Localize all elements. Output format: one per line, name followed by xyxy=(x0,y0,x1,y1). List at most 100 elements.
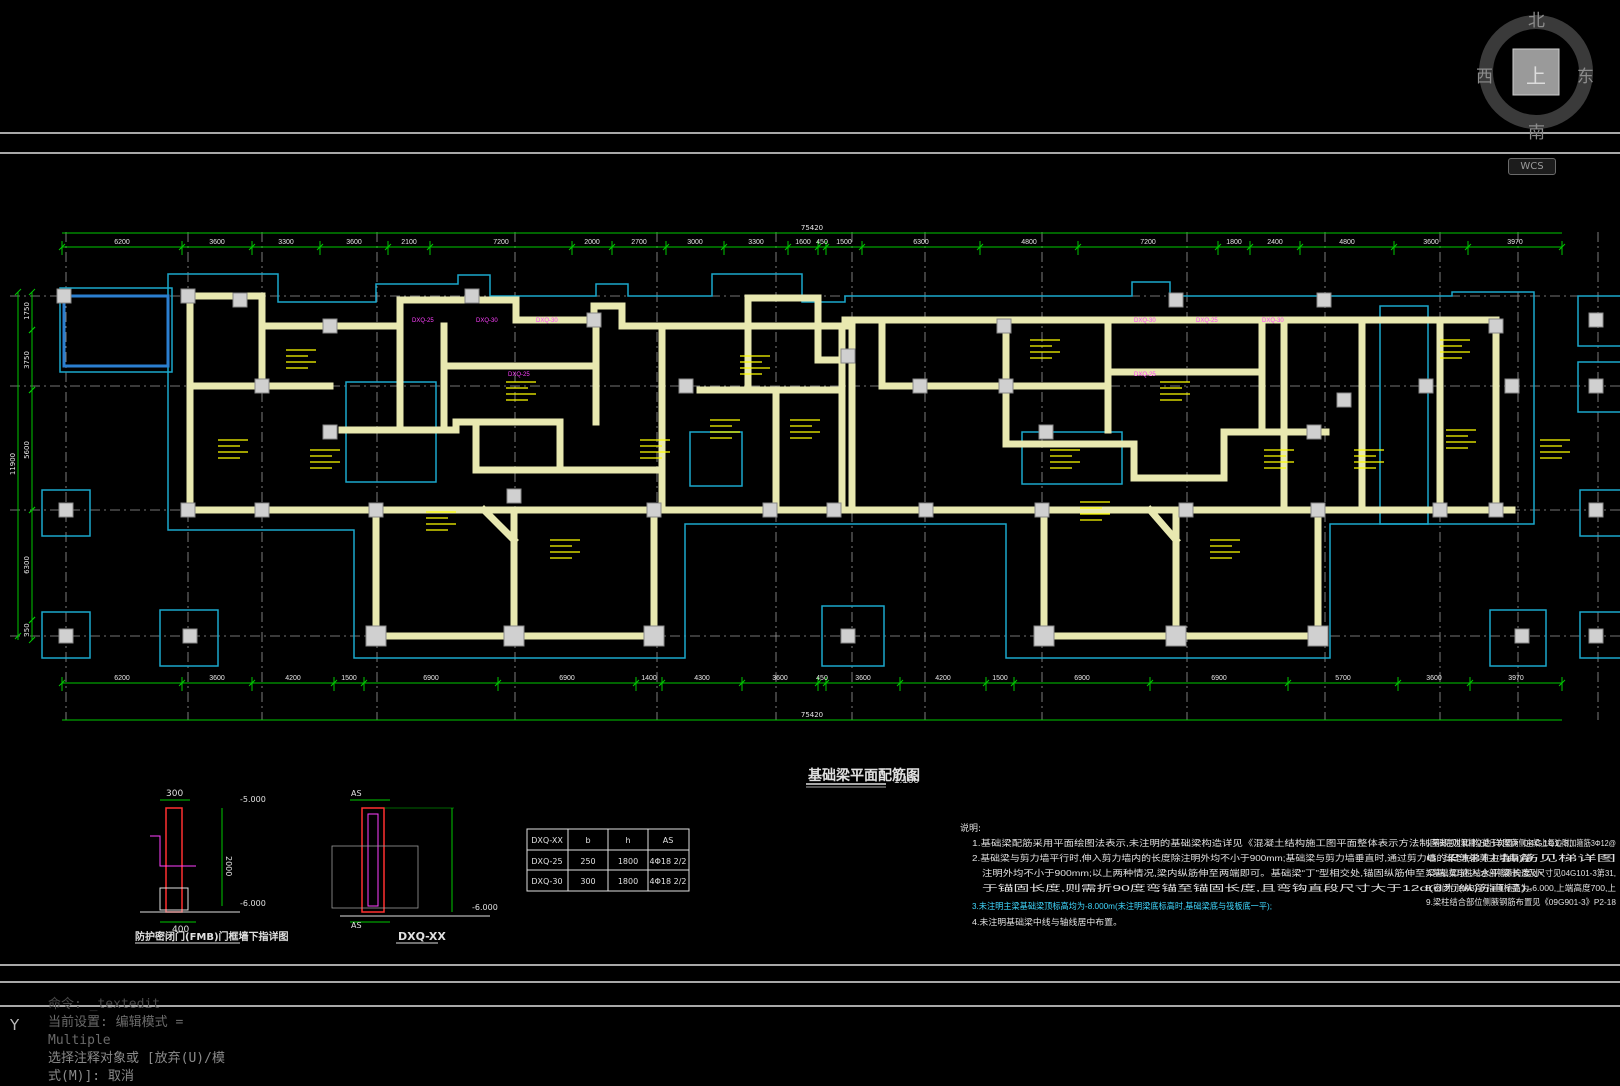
column-16 xyxy=(996,318,1012,334)
beam-label-7: DXQ-25 xyxy=(1134,372,1156,378)
column-34 xyxy=(1307,625,1329,647)
command-line[interactable]: 命令: _textedit 当前设置: 编辑模式 = Multiple 选择注释… xyxy=(48,996,238,1086)
top-dim-12: 1500 xyxy=(836,239,852,246)
command-history: 命令: _textedit xyxy=(48,997,161,1012)
plan-title: 基础梁平面配筋图 xyxy=(808,767,920,784)
viewcube-top-face[interactable]: 上 xyxy=(1526,64,1546,88)
bottom-dim-8: 3600 xyxy=(772,675,788,682)
rebar-note-7 xyxy=(790,419,820,439)
rebar-note-19 xyxy=(1540,439,1570,459)
dxq-dim-top: AS xyxy=(351,789,362,798)
note-right-1: 6.梁梯柱抽筋见梯详图 xyxy=(1426,853,1616,863)
bottom-dim-12: 1500 xyxy=(992,675,1008,682)
column-12 xyxy=(762,502,778,518)
bottom-dim-5: 6900 xyxy=(559,675,575,682)
columns xyxy=(56,288,1604,647)
plan-scale: 1:100 xyxy=(894,775,919,786)
dxq-elev: -6.000 xyxy=(472,903,498,912)
rebar-note-4 xyxy=(640,439,670,459)
column-23 xyxy=(1336,392,1352,408)
wcs-menu-button[interactable]: WCS xyxy=(1508,158,1556,175)
top-dim-8: 3000 xyxy=(687,239,703,246)
fmb-top-dim: 300 xyxy=(166,789,183,799)
top-dim-14: 4800 xyxy=(1021,239,1037,246)
rebar-note-10 xyxy=(1050,449,1080,469)
beam-label-3: DXQ-25 xyxy=(508,372,530,378)
left-dim-4: 6300 xyxy=(23,556,31,574)
rebar-note-11 xyxy=(1264,449,1294,469)
column-21 xyxy=(1316,292,1332,308)
bottom-dim-17: 3970 xyxy=(1508,675,1524,682)
total-width-bottom: 75420 xyxy=(801,711,823,719)
foundation-outline xyxy=(41,273,1620,667)
column-6 xyxy=(368,502,384,518)
top-dim-3: 3600 xyxy=(346,239,362,246)
dxq-title: DXQ-XX xyxy=(398,930,446,943)
column-48 xyxy=(918,502,934,518)
top-dim-19: 3600 xyxy=(1423,239,1439,246)
compass-north[interactable]: 北 xyxy=(1528,11,1545,31)
column-31 xyxy=(643,625,665,647)
bottom-dim-2: 4200 xyxy=(285,675,301,682)
top-dim-5: 7200 xyxy=(493,239,509,246)
column-28 xyxy=(1504,378,1520,394)
bottom-dim-9: 450 xyxy=(816,675,828,682)
column-26 xyxy=(1488,318,1504,334)
fmb-side-dim: 2000 xyxy=(224,856,233,876)
rebar-note-3 xyxy=(506,381,536,401)
table-cell-1-3: 4Φ18 2/2 xyxy=(650,877,687,886)
design-notes: 说明:1.基础梁配筋采用平面绘图法表示,未注明的基础梁构造详见《混凝土结构施工图… xyxy=(960,822,1616,927)
note-right-2: 7.基础梁与柱结合部侧腋构造及尺寸见04G101-3第31, xyxy=(1426,868,1616,878)
compass-east[interactable]: 东 xyxy=(1577,67,1594,87)
note-5: 4.未注明基础梁中线与轴线居中布置。 xyxy=(972,917,1122,927)
bottom-dim-14: 6900 xyxy=(1211,675,1227,682)
fmb-title: 防护密闭门(FMB)门框墙下指详图 xyxy=(135,930,289,943)
viewcube-ring xyxy=(1479,15,1593,129)
rebar-note-18 xyxy=(1080,501,1110,521)
sheet-frame xyxy=(0,132,1620,1007)
column-10 xyxy=(646,502,662,518)
viewcube[interactable]: 北 南 东 西 上 WCS xyxy=(1476,10,1596,180)
dimension-ticks xyxy=(14,241,1566,691)
dxq-dim-bottom: AS xyxy=(351,921,362,930)
column-35 xyxy=(232,292,248,308)
compass-west[interactable]: 西 xyxy=(1476,67,1493,87)
column-7 xyxy=(464,288,480,304)
column-1 xyxy=(180,288,196,304)
column-4 xyxy=(254,502,270,518)
fmb-elev-bottom: -6.000 xyxy=(240,899,266,908)
fmb-detail: 300 400 2000 -5.000 -6.000 防护密闭门(FMB)门框墙… xyxy=(135,789,289,944)
top-dim-11: 450 xyxy=(816,239,828,246)
column-39 xyxy=(58,502,74,518)
top-dim-2: 3300 xyxy=(278,239,294,246)
walls xyxy=(62,292,1516,640)
dxq-table xyxy=(526,828,690,892)
notes-heading: 说明: xyxy=(960,822,981,834)
column-45 xyxy=(1306,424,1322,440)
fmb-elev-top: -5.000 xyxy=(240,795,266,804)
column-18 xyxy=(998,378,1014,394)
table-header-3: AS xyxy=(663,836,674,845)
rebar-note-1 xyxy=(218,439,248,459)
rebar-note-17 xyxy=(1210,539,1240,559)
rebar-note-14 xyxy=(1446,429,1476,449)
column-19 xyxy=(1178,502,1194,518)
column-33 xyxy=(1165,625,1187,647)
top-dim-16: 1800 xyxy=(1226,239,1242,246)
note-right-0: 5.基础主次梁相交处于次梁两侧主梁上每边附加箍筋3Φ12@ xyxy=(1426,838,1616,848)
column-5 xyxy=(322,318,338,334)
note-right-4: 9.梁柱结合部位侧腋钢筋布置见《09G901-3》P2-18 xyxy=(1426,897,1616,907)
rebar-note-13 xyxy=(1440,339,1470,359)
dimension-lines xyxy=(17,232,1562,721)
column-8 xyxy=(506,488,522,504)
beam-label-0: DXQ-25 xyxy=(412,318,434,324)
bottom-dim-3: 1500 xyxy=(341,675,357,682)
table-cell-0-1: 250 xyxy=(580,857,595,866)
column-22 xyxy=(1310,502,1326,518)
column-2 xyxy=(254,378,270,394)
bottom-dim-1: 3600 xyxy=(209,675,225,682)
table-cell-1-2: 1800 xyxy=(618,877,638,886)
compass-south[interactable]: 南 xyxy=(1528,123,1545,143)
